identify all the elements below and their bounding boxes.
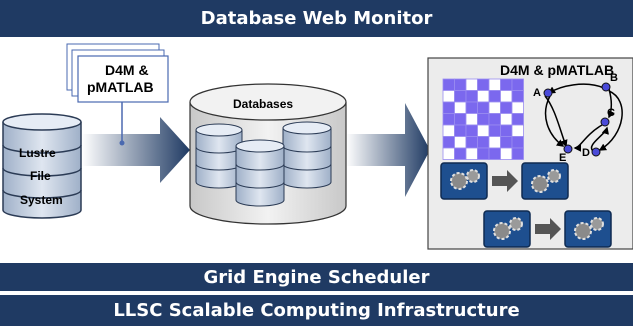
matrix-cell [511,147,524,160]
matrix-cell [454,78,467,91]
matrix-cell [500,136,513,149]
matrix-cell [500,78,513,91]
matrix-cell [454,124,467,137]
matrix-cell [500,124,513,137]
db-cylinder-right [282,121,332,189]
matrix-cell [511,124,524,137]
matrix-cell [454,101,467,114]
compute-tiles [440,162,612,248]
matrix-cell [442,113,455,126]
matrix-cell [465,78,478,91]
scheduler-banner: Grid Engine Scheduler [0,263,633,291]
matrix-cell [442,101,455,114]
matrix-cell [477,90,490,103]
page-title: Database Web Monitor [200,8,433,29]
matrix-cell [442,78,455,91]
infrastructure-label: LLSC Scalable Computing Infrastructure [113,300,520,321]
matrix-cell [477,147,490,160]
gear-icon [521,162,569,200]
tools-label-line1: D4M & [105,62,149,78]
matrix-cell [511,78,524,91]
matrix-cell [477,124,490,137]
d4m-tools-icon [66,43,169,146]
scheduler-label: Grid Engine Scheduler [203,266,430,288]
lustre-storage-icon [2,113,82,219]
matrix-cell [500,101,513,114]
graph-node [600,117,610,127]
flow-arrow-1 [82,117,190,183]
process-arrow-icon [535,218,561,240]
matrix-cell [465,113,478,126]
matrix-cell [500,90,513,103]
matrix-cell [477,136,490,149]
matrix-cell [477,101,490,114]
matrix-cell [511,90,524,103]
graph-node [601,82,611,92]
tools-label-line2: pMATLAB [87,79,154,95]
graph-node [591,147,601,157]
storage-label-system: System [20,193,63,207]
storage-label-file: File [30,169,51,183]
matrix-cell [442,136,455,149]
adjacency-matrix [442,78,524,160]
infrastructure-banner: LLSC Scalable Computing Infrastructure [0,295,633,326]
matrix-cell [465,136,478,149]
matrix-cell [442,90,455,103]
matrix-cell [465,147,478,160]
graph-node-label-a: A [533,87,541,99]
matrix-cell [488,113,501,126]
storage-label-lustre: Lustre [19,146,56,160]
db-cylinder-left [195,123,243,189]
matrix-cell [465,124,478,137]
matrix-cell [488,124,501,137]
matrix-cell [488,78,501,91]
process-arrow-icon [492,170,518,192]
matrix-cell [442,124,455,137]
matrix-cell [454,113,467,126]
flow-arrow-2 [346,103,430,197]
matrix-cell [488,147,501,160]
gear-icon [440,162,488,200]
gear-icon [564,210,612,248]
matrix-cell [454,90,467,103]
graph-node [543,88,553,98]
matrix-cell [465,90,478,103]
databases-label: Databases [233,97,294,111]
matrix-cell [454,147,467,160]
matrix-cell [465,101,478,114]
matrix-cell [500,113,513,126]
analysis-title: D4M & pMATLAB [500,62,615,78]
db-cylinder-center [235,139,285,207]
matrix-cell [477,78,490,91]
matrix-cell [511,101,524,114]
gear-icon [483,210,531,248]
graph-node-label-b: B [610,72,618,84]
graph-diagram [543,82,623,157]
matrix-cell [488,90,501,103]
matrix-cell [511,136,524,149]
matrix-cell [477,113,490,126]
databases-icon [189,83,347,225]
matrix-cell [488,136,501,149]
matrix-cell [442,147,455,160]
graph-node-label-e: E [559,152,567,164]
matrix-cell [500,147,513,160]
graph-node-label-d: D [582,147,590,159]
title-banner: Database Web Monitor [0,0,633,37]
graph-node-label-c: C [607,107,615,119]
matrix-cell [511,113,524,126]
matrix-cell [454,136,467,149]
matrix-cell [488,101,501,114]
graph-node [563,144,573,154]
